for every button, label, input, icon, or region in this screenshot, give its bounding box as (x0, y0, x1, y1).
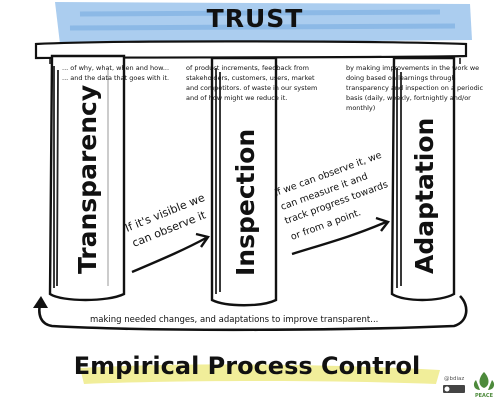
transparency-desc-line: ... and the data that goes with it. (62, 74, 169, 82)
pillar-transparency-shade (53, 66, 59, 288)
pillar-adaptation-body (390, 56, 456, 302)
pillar-adaptation-label: Adaptation (410, 118, 439, 274)
inspection-desc-line: of product increments, feedback from (186, 64, 309, 72)
arrow-1-head (195, 232, 210, 248)
feedback-loop: making needed changes, and adaptations t… (33, 295, 468, 332)
inspection-desc-line: and competitors. of waste in our system (186, 84, 317, 92)
pillar-transparency-label: Transparency (73, 85, 102, 274)
cc-icon (444, 386, 450, 392)
sky-band-stroke (69, 9, 456, 31)
peace-logo-leaves (473, 372, 495, 390)
roof-beam-edge (49, 58, 461, 64)
pillar-adaptation-shade (396, 68, 402, 288)
inspection-description: of product increments, feedback from sta… (186, 64, 317, 102)
pillar-inspection: Inspection (210, 56, 278, 307)
footer-highlight (80, 364, 440, 384)
pillar-inspection-shade (215, 68, 221, 294)
arrow-1-shaft (131, 236, 207, 274)
adaptation-description: by making improvements in the work we do… (346, 64, 484, 112)
pillar-inspection-body (210, 56, 278, 307)
adaptation-desc-line: by making improvements in the work we (346, 64, 479, 72)
footer-title: Empirical Process Control (74, 352, 420, 380)
transparency-description: ... of why, what, when and how... ... an… (62, 64, 169, 82)
pillar-inspection-label: Inspection (231, 129, 260, 276)
feedback-loop-label: making needed changes, and adaptations t… (90, 315, 378, 325)
inspection-desc-line: and of how might we reduce it. (186, 94, 287, 102)
peace-logo-text: PEACE (475, 393, 494, 399)
adaptation-desc-line: doing based on learnings through (346, 74, 456, 82)
feedback-loop-line (38, 295, 468, 332)
arrow-inspection-to-adaptation: If we can observe it, we can measure it … (273, 150, 390, 256)
transparency-desc-line: ... of why, what, when and how... (62, 64, 169, 72)
pillar-adaptation: Adaptation (390, 56, 456, 302)
title-trust: TRUST (207, 4, 304, 33)
arrow-transparency-to-inspection: If it's visible we can observe it (123, 191, 210, 274)
adaptation-desc-line: monthly) (346, 104, 375, 112)
credit-text: @bdiaz (444, 376, 464, 382)
pillar-transparency-body (48, 54, 126, 302)
adaptation-desc-line: transparency and inspection on a periodi… (346, 84, 484, 92)
license-badge: @bdiaz (443, 376, 465, 393)
peace-logo: PEACE (473, 372, 495, 399)
inspection-desc-line: stakeholders, customers, users, market (186, 74, 315, 82)
feedback-loop-arrowhead (33, 296, 48, 308)
adaptation-desc-line: basis (daily, weekly, fortnightly and/or (346, 94, 471, 102)
arrow-2-head (375, 216, 390, 232)
roof-beam (34, 40, 468, 60)
pillar-transparency: Transparency (48, 54, 126, 302)
arrow-2-shaft (291, 220, 387, 256)
